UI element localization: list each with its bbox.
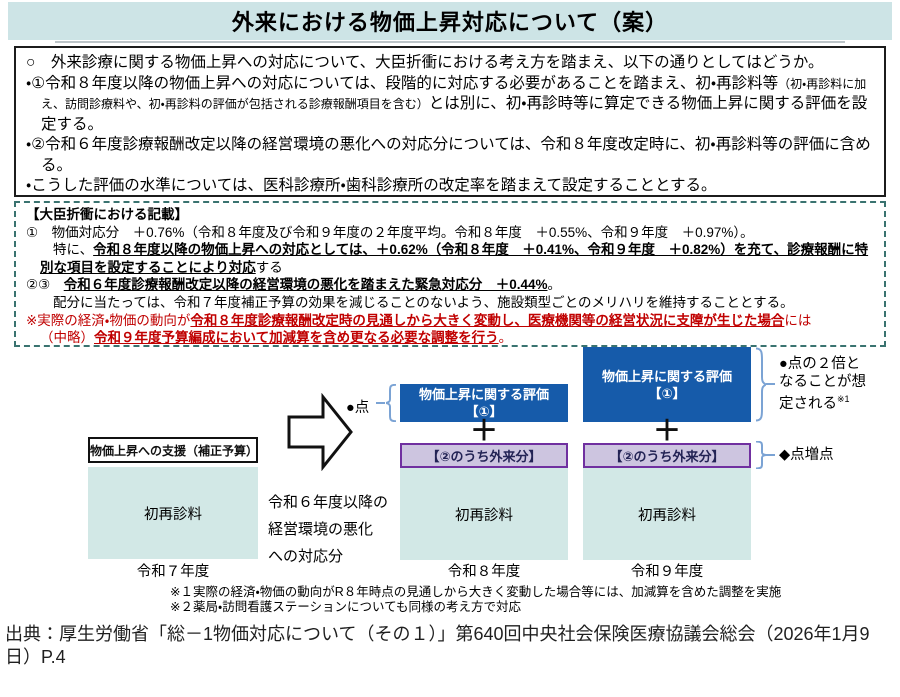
minister-item23-post: 。	[547, 277, 562, 293]
r8-base-fee-box: 初再診料	[400, 468, 568, 560]
left-brace-icon	[386, 384, 398, 422]
minister-statement-box: 【大臣折衝における記載】 ① 物価対応分 ＋0.76%（令和８年度及び令和９年度…	[14, 201, 886, 347]
proposal-para-1-text: ○ 外来診療に関する物価上昇への対応について、大臣折衝における考え方を踏まえ、以…	[26, 54, 824, 71]
proposal-para-2-head: ・①令和８年度以降の物価上昇への対応については、段階的に対応する必要があることを…	[26, 74, 779, 92]
minister-note-bold2: 令和９年度予算編成において加減算を含め更なる必要な調整を行う	[94, 330, 499, 346]
title-divider	[55, 41, 845, 43]
r9-outpatient-label: 【②のうち外来分】	[609, 449, 725, 464]
proposal-para-4: ・こうした評価の水準については、医科診療所・歯科診療所の改定率を踏まえて設定する…	[26, 176, 874, 197]
double-note-connector-line	[766, 383, 775, 385]
r9-plus-sign: ＋	[652, 415, 681, 446]
minister-item23-bold: 令和６年度診療報酬改定以降の経営環境の悪化を踏まえた緊急対応分 ＋0.44%	[63, 277, 548, 293]
r8-plus-sign: ＋	[469, 415, 498, 446]
minister-note-mid: には	[784, 312, 812, 328]
footnote-2: ※２薬局・訪問看護ステーションについても同様の考え方で対応	[170, 600, 521, 614]
proposal-para-1: ○ 外来診療に関する物価上昇への対応について、大臣折衝における考え方を踏まえ、以…	[26, 53, 874, 74]
point-label: ●点	[346, 400, 370, 416]
right-brace-increase-icon	[754, 441, 766, 469]
r8-base-fee-label: 初再診料	[455, 507, 513, 524]
block-arrow-icon	[287, 393, 353, 471]
point-increase-note: ◆点増点	[779, 447, 834, 463]
r9-year-label: 令和９年度	[630, 564, 704, 580]
minister-item1-post: する	[255, 259, 283, 275]
proposal-para-4-text: ・こうした評価の水準については、医科診療所・歯科診療所の改定率を踏まえて設定する…	[26, 177, 717, 194]
double-points-note-sup: ※1	[837, 394, 850, 404]
r8-outpatient-box: 【②のうち外来分】	[400, 443, 568, 468]
proposal-para-3-text: ・②令和６年度診療報酬改定以降の経営環境の悪化への対応分については、令和８年度改…	[26, 136, 871, 174]
r9-price-eval-box: 物価上昇に関する評価 【①】	[583, 347, 751, 422]
minister-item1-bold: 令和８年度以降の物価上昇への対応としては、＋0.62%（令和８年度 ＋0.41%…	[40, 242, 869, 275]
minister-item23-sub: 配分に当たっては、令和７年度補正予算の効果を減じることのないよう、施設類型ごとの…	[26, 294, 874, 312]
r8-outpatient-label: 【②のうち外来分】	[426, 449, 542, 464]
increase-note-connector-line	[766, 454, 775, 456]
minister-item1-line1: ① 物価対応分 ＋0.76%（令和８年度及び令和９年度の２年度平均。令和８年度 …	[26, 224, 874, 242]
minister-item23-line: ②③ 令和６年度診療報酬改定以降の経営環境の悪化を踏まえた緊急対応分 ＋0.44…	[26, 276, 874, 294]
minister-note-post: 。	[498, 330, 513, 346]
proposal-para-2-tail: とは別に、初・再診時等に算定できる物価上昇に関する評価を設定する。	[41, 95, 868, 133]
minister-note-line1: ※実際の経済・物価の動向が令和８年度診療報酬改定時の見通しから大きく変動し、医療…	[26, 312, 874, 330]
r8-price-eval-box: 物価上昇に関する評価 【①】	[400, 384, 568, 422]
footnote-1: ※１実際の経済・物価の動向がR８年時点の見通しから大きく変動した場合等には、加減…	[170, 585, 782, 599]
page-title: 外来における物価上昇対応について（案）	[231, 10, 669, 35]
arrow-caption: 令和６年度以降の 経営環境の悪化 への対応分	[268, 494, 389, 565]
double-points-note: ●点の２倍と なることが想 定される※1	[779, 356, 889, 413]
proposal-box: ○ 外来診療に関する物価上昇への対応について、大臣折衝における考え方を踏まえ、以…	[14, 46, 886, 197]
r9-price-eval-label: 物価上昇に関する評価 【①】	[601, 368, 732, 401]
r7-support-box: 物価上昇への支援（補正予算）	[88, 437, 258, 463]
minister-note-pre2: （中略）	[40, 330, 94, 346]
minister-item1-line1-text: ① 物価対応分 ＋0.76%（令和８年度及び令和９年度の２年度平均。令和８年度 …	[26, 224, 754, 240]
r9-base-fee-box: 初再診料	[583, 468, 751, 560]
proposal-para-2: ・①令和８年度以降の物価上昇への対応については、段階的に対応する必要があることを…	[26, 74, 874, 136]
point-connector-line	[376, 402, 385, 404]
minister-note-line2: （中略）令和９年度予算編成において加減算を含め更なる必要な調整を行う。	[26, 329, 874, 347]
proposal-para-2-parenthetical: （初・再診料に加え、訪問診療料や、初・再診料の評価が包括される診療報酬項目を含む…	[41, 76, 867, 112]
r9-base-fee-label: 初再診料	[638, 507, 696, 524]
minister-note-pre: ※実際の経済・物価の動向が	[26, 312, 191, 328]
r7-support-label: 物価上昇への支援（補正予算）	[90, 443, 259, 458]
diagram-footnotes: ※１実際の経済・物価の動向がR８年時点の見通しから大きく変動した場合等には、加減…	[170, 585, 781, 615]
r7-year-label: 令和７年度	[136, 564, 210, 580]
double-points-note-text: ●点の２倍と なることが想 定される	[779, 356, 866, 412]
minister-item1-pre: 特に、	[53, 242, 94, 258]
minister-note-bold1: 令和８年度診療報酬改定時の見通しから大きく変動し、医療機関等の経営状況に支障が生…	[190, 312, 785, 328]
minister-item23-sub-text: 配分に当たっては、令和７年度補正予算の効果を減じることのないよう、施設類型ごとの…	[53, 294, 794, 310]
right-brace-double-icon	[754, 347, 766, 422]
proposal-para-3: ・②令和６年度診療報酬改定以降の経営環境の悪化への対応分については、令和８年度改…	[26, 135, 874, 176]
r7-base-fee-box: 初再診料	[88, 467, 258, 559]
r7-base-fee-label: 初再診料	[144, 506, 202, 523]
minister-item23-head: ②③	[26, 277, 64, 293]
source-citation: 出典：厚生労働省「総－1物価対応について（その１）」第640回中央社会保険医療協…	[5, 624, 870, 667]
title-bar: 外来における物価上昇対応について（案）	[8, 2, 892, 40]
minister-item1-line2: 特に、令和８年度以降の物価上昇への対応としては、＋0.62%（令和８年度 ＋0.…	[26, 241, 874, 276]
r9-outpatient-box: 【②のうち外来分】	[583, 443, 751, 468]
r8-year-label: 令和８年度	[447, 564, 521, 580]
minister-box-heading: 【大臣折衝における記載】	[26, 207, 188, 222]
r8-price-eval-label: 物価上昇に関する評価 【①】	[418, 387, 549, 419]
